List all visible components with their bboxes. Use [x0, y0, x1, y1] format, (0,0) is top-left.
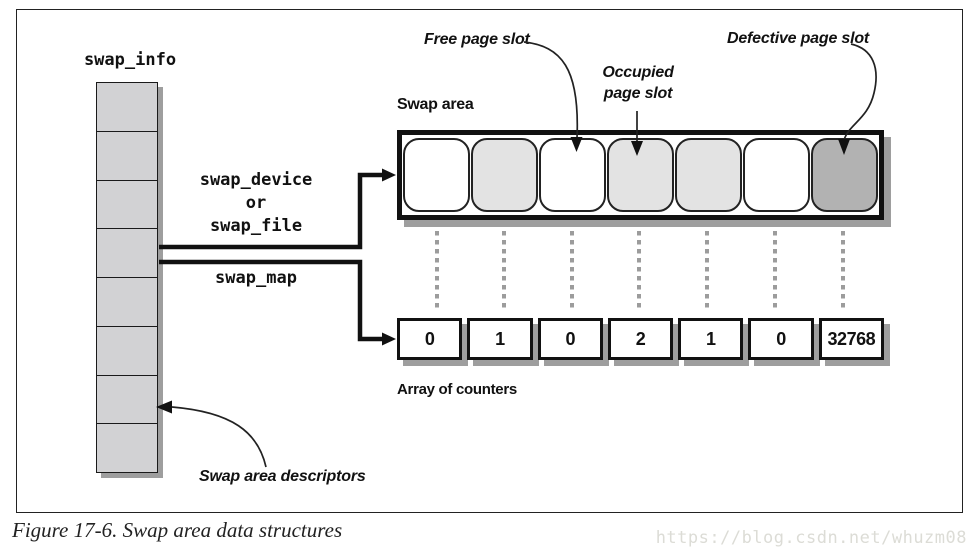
swap-device-line: swap_device — [199, 170, 313, 190]
page-slot-free — [539, 138, 606, 212]
swap-info-cell — [97, 376, 157, 425]
occupied-label-line2: page slot — [603, 85, 673, 102]
swap-info-cell — [97, 424, 157, 472]
figure-caption: Figure 17-6. Swap area data structures — [12, 518, 343, 542]
swap-info-cell — [97, 181, 157, 230]
figure-frame — [16, 9, 963, 513]
counter-cell: 1 — [678, 318, 744, 360]
counter-cell: 32768 — [818, 318, 884, 360]
counter-cell: 2 — [607, 318, 674, 360]
page-slot-occupied — [675, 138, 742, 212]
or-line: or — [245, 193, 267, 213]
counters-row: 0 1 0 2 1 0 32768 — [397, 318, 884, 360]
swap-area-box — [397, 130, 884, 220]
swap-info-cell — [97, 327, 157, 376]
page-slot-occupied — [471, 138, 538, 212]
swap-file-line: swap_file — [209, 216, 303, 236]
swap-info-array — [96, 82, 158, 473]
swap-info-cell — [97, 132, 157, 181]
swap-area-title: Swap area — [397, 96, 474, 113]
counter-cell: 0 — [397, 318, 463, 360]
counter-cell: 1 — [467, 318, 533, 360]
swap-info-label: swap_info — [83, 50, 177, 70]
watermark-url: https://blog.csdn.net/whuzm08 — [655, 528, 967, 548]
page-slot-occupied — [607, 138, 674, 212]
counter-cell: 0 — [537, 318, 603, 360]
occupied-page-slot-label: Occupied page slot — [594, 62, 682, 104]
counter-cell: 0 — [748, 318, 814, 360]
swap-device-label: swap_device or swap_file — [172, 169, 340, 238]
swap-info-cell — [97, 229, 157, 278]
array-of-counters-label: Array of counters — [397, 381, 517, 398]
free-page-slot-label: Free page slot — [424, 31, 530, 48]
page-slot-free — [743, 138, 810, 212]
swap-area-descriptors-label: Swap area descriptors — [199, 468, 366, 485]
occupied-label-line1: Occupied — [602, 64, 674, 81]
page-slot-free — [403, 138, 470, 212]
swap-map-label: swap_map — [215, 268, 297, 288]
page-slot-defective — [811, 138, 878, 212]
defective-page-slot-label: Defective page slot — [727, 30, 870, 47]
swap-info-cell — [97, 83, 157, 132]
swap-info-cell — [97, 278, 157, 327]
